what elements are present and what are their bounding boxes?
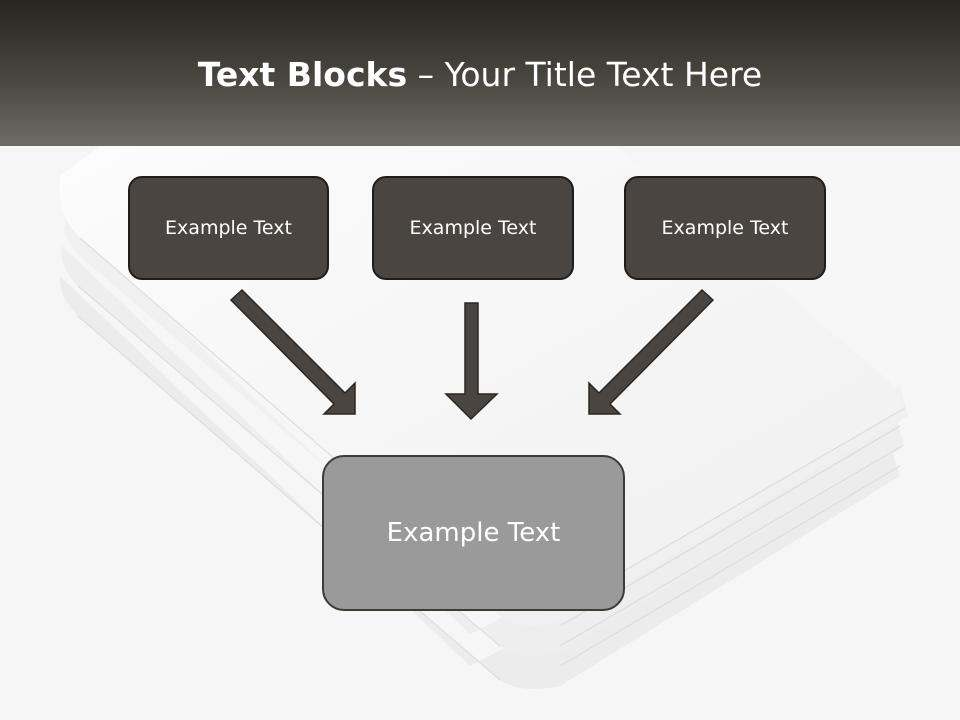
title-rest: Your Title Text Here bbox=[444, 55, 763, 94]
example-text-box-right: Example Text bbox=[624, 176, 826, 280]
arrow-right-down-left bbox=[588, 288, 715, 415]
arrow-left-down-right bbox=[229, 288, 356, 415]
title-dash: – bbox=[417, 55, 435, 94]
arrow-center-down bbox=[444, 302, 499, 421]
example-text-box-center: Example Text bbox=[372, 176, 574, 280]
slide-title: Text Blocks – Your Title Text Here bbox=[0, 52, 960, 98]
title-bar bbox=[0, 0, 960, 146]
title-bold: Text Blocks bbox=[197, 55, 408, 94]
example-text-box-left: Example Text bbox=[128, 176, 329, 280]
example-text-box-result: Example Text bbox=[322, 455, 625, 611]
